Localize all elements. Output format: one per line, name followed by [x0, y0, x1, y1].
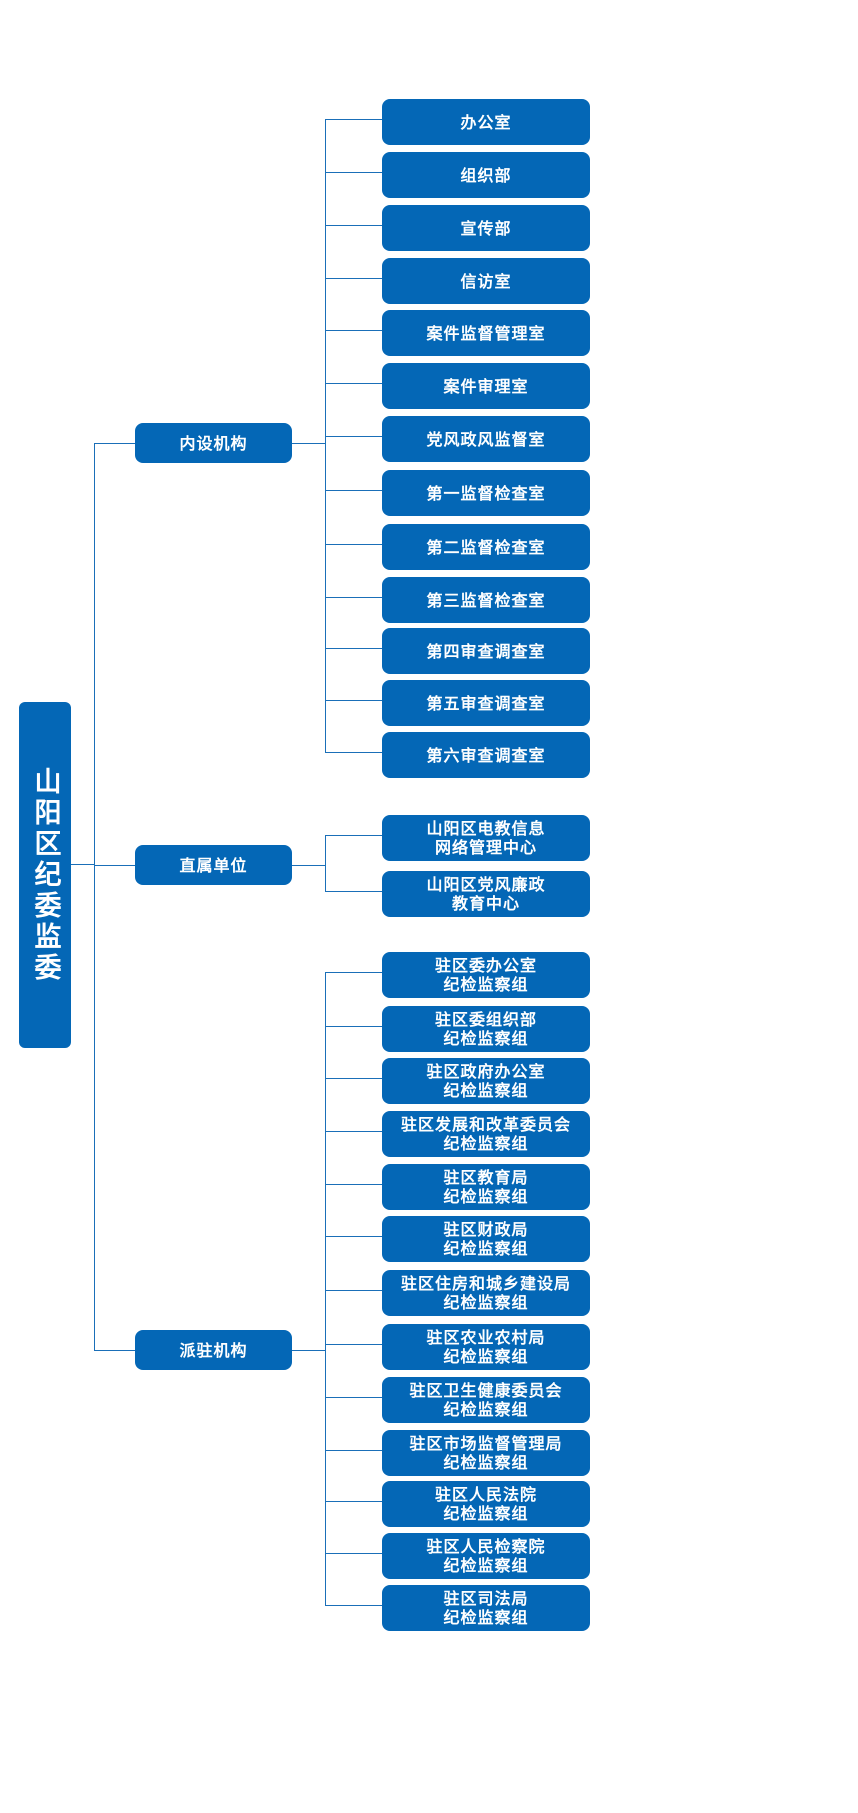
item-connector	[325, 835, 382, 836]
item-node: 山阳区党风廉政 教育中心	[382, 871, 590, 917]
item-connector	[325, 891, 382, 892]
item-connector	[325, 383, 382, 384]
item-node: 驻区财政局 纪检监察组	[382, 1216, 590, 1262]
item-connector	[325, 1078, 382, 1079]
item-node: 驻区住房和城乡建设局 纪检监察组	[382, 1270, 590, 1316]
item-connector	[325, 544, 382, 545]
item-node: 驻区政府办公室 纪检监察组	[382, 1058, 590, 1104]
item-connector	[325, 1501, 382, 1502]
item-connector	[325, 225, 382, 226]
item-node: 第二监督检查室	[382, 524, 590, 570]
item-connector	[325, 752, 382, 753]
item-connector	[325, 648, 382, 649]
item-connector	[325, 1026, 382, 1027]
item-node: 案件监督管理室	[382, 310, 590, 356]
item-node: 第一监督检查室	[382, 470, 590, 516]
group-branch	[292, 1350, 325, 1351]
item-connector	[325, 1553, 382, 1554]
item-connector	[325, 972, 382, 973]
item-node: 驻区委办公室 纪检监察组	[382, 952, 590, 998]
group-node-0: 内设机构	[135, 423, 292, 463]
item-node: 驻区人民法院 纪检监察组	[382, 1481, 590, 1527]
item-node: 驻区发展和改革委员会 纪检监察组	[382, 1111, 590, 1157]
item-node: 驻区农业农村局 纪检监察组	[382, 1324, 590, 1370]
item-connector	[325, 172, 382, 173]
item-trunk	[325, 972, 326, 1606]
item-connector	[325, 278, 382, 279]
item-connector	[325, 597, 382, 598]
item-node: 驻区市场监督管理局 纪检监察组	[382, 1430, 590, 1476]
item-node: 驻区人民检察院 纪检监察组	[382, 1533, 590, 1579]
item-node: 案件审理室	[382, 363, 590, 409]
item-connector	[325, 1290, 382, 1291]
item-connector	[325, 330, 382, 331]
item-node: 驻区教育局 纪检监察组	[382, 1164, 590, 1210]
item-connector	[325, 1344, 382, 1345]
item-node: 信访室	[382, 258, 590, 304]
main-trunk	[94, 444, 95, 1351]
item-node: 第三监督检查室	[382, 577, 590, 623]
item-connector	[325, 1184, 382, 1185]
item-connector	[325, 1236, 382, 1237]
group-node-1: 直属单位	[135, 845, 292, 885]
group-node-2: 派驻机构	[135, 1330, 292, 1370]
item-connector	[325, 1450, 382, 1451]
item-node: 驻区卫生健康委员会 纪检监察组	[382, 1377, 590, 1423]
group-connector	[94, 1350, 135, 1351]
item-node: 宣传部	[382, 205, 590, 251]
item-connector	[325, 436, 382, 437]
item-node: 办公室	[382, 99, 590, 145]
item-node: 驻区司法局 纪检监察组	[382, 1585, 590, 1631]
item-connector	[325, 119, 382, 120]
item-node: 驻区委组织部 纪检监察组	[382, 1006, 590, 1052]
item-connector	[325, 1131, 382, 1132]
item-connector	[325, 700, 382, 701]
item-node: 党风政风监督室	[382, 416, 590, 462]
item-connector	[325, 1605, 382, 1606]
root-node: 山阳区纪委监委	[19, 702, 71, 1048]
group-branch	[292, 865, 325, 866]
root-connector	[71, 864, 94, 865]
item-trunk	[325, 835, 326, 892]
item-node: 第四审查调查室	[382, 628, 590, 674]
group-branch	[292, 443, 325, 444]
group-connector	[94, 865, 135, 866]
item-node: 第六审查调查室	[382, 732, 590, 778]
item-connector	[325, 1397, 382, 1398]
group-connector	[94, 443, 135, 444]
item-connector	[325, 490, 382, 491]
item-node: 山阳区电教信息 网络管理中心	[382, 815, 590, 861]
item-node: 第五审查调查室	[382, 680, 590, 726]
item-node: 组织部	[382, 152, 590, 198]
